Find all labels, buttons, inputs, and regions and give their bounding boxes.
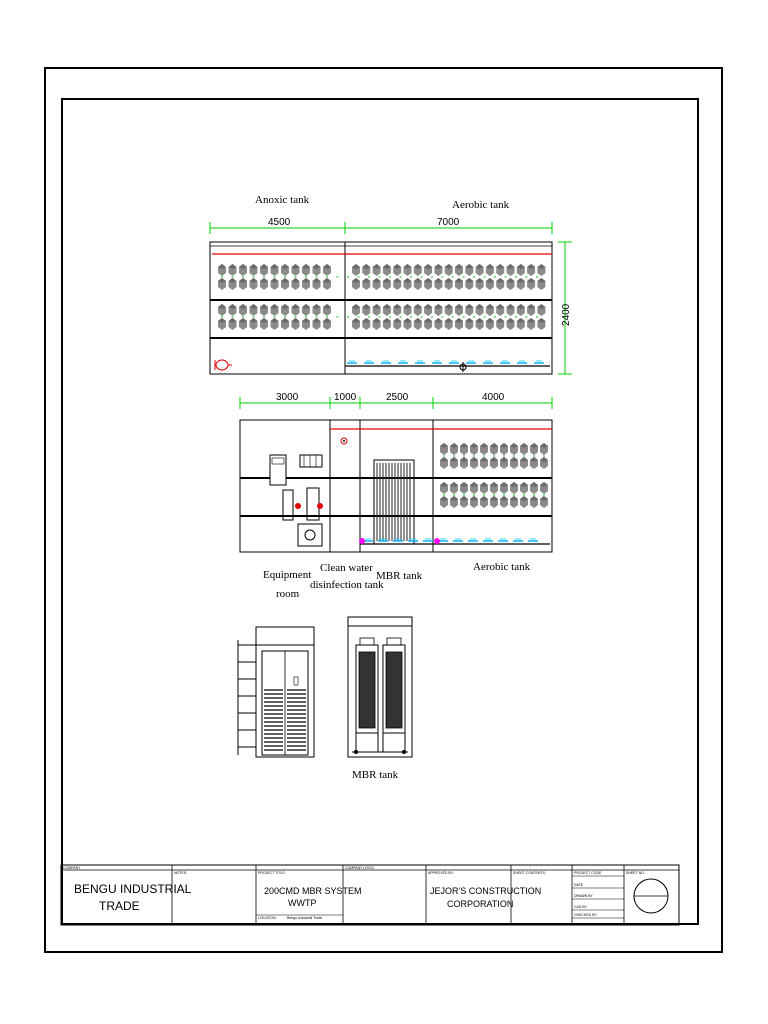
pump-set-icon: [282, 487, 323, 547]
uv-lamp-icon: [340, 437, 348, 445]
tb-location-head: LOCATION:: [258, 916, 277, 920]
control-panel-icon: [269, 454, 287, 486]
mbr-tank-section: [347, 616, 413, 758]
clean-water-label-2: disinfection tank: [310, 579, 384, 591]
side-elevation: [237, 626, 315, 758]
middle-plan: 3000 1000 2500 4000: [239, 392, 553, 600]
mbr-pump-icon: [359, 538, 365, 544]
top-tank-outline: [209, 241, 553, 375]
tb-location-value: Bengu Industrial Trade: [287, 916, 322, 920]
tb-company-head: COMPANY: [63, 866, 81, 870]
tb-project-code: PROJECT CODE: [574, 871, 602, 875]
ladder: [237, 640, 257, 755]
dim-aerobic: 4000: [482, 392, 505, 403]
mbr-tank-label-section: MBR tank: [352, 769, 399, 781]
top-plan: Anoxic tank Aerobic tank 4500 7000: [209, 194, 572, 375]
equipment-room-label-1: Equipment: [263, 569, 311, 581]
mid-tank-outline: [239, 419, 553, 553]
mbr-cassette-right: [382, 637, 406, 752]
mbr-tank-label-mid: MBR tank: [376, 570, 423, 582]
tb-approved-line1: JEJOR'S CONSTRUCTION: [430, 886, 541, 896]
aerobic-tank-label: Aerobic tank: [452, 199, 510, 211]
dim-anoxic-length: 4500: [268, 217, 291, 228]
tb-date: DATE: [574, 883, 584, 887]
aerobic-tank-label-mid: Aerobic tank: [473, 561, 531, 573]
mbr-membrane-module: [373, 459, 415, 545]
aerobic-pump-icon: [434, 538, 440, 544]
anoxic-mixer-icon: [214, 359, 232, 371]
top-diffusers: [346, 360, 545, 364]
tb-project-line2: WWTP: [288, 898, 317, 908]
dim-aerobic-length: 7000: [437, 217, 460, 228]
tb-notes-head: NOTES:: [174, 871, 187, 875]
tb-sheet-contents-head: SHEET CONTENTS:: [513, 871, 546, 875]
tb-cad-by: CAD BY: [574, 905, 588, 909]
blower-icon: [299, 454, 323, 468]
tb-project-head: PROJECT TITLE:: [258, 871, 286, 875]
dim-height: 2400: [561, 303, 572, 326]
sheet-inner-border: [61, 98, 699, 925]
mbr-cassette-left: [355, 637, 379, 752]
clean-water-label-1: Clean water: [320, 562, 373, 574]
dim-mbr: 2500: [386, 392, 409, 403]
top-media-modules: [218, 264, 546, 330]
title-block: COMPANY BENGU INDUSTRIAL TRADE NOTES: PR…: [60, 864, 680, 926]
tb-project-line1: 200CMD MBR SYSTEM: [264, 886, 362, 896]
tb-approved-head: APPROVED BY:: [428, 871, 454, 875]
anoxic-tank-label: Anoxic tank: [255, 194, 310, 206]
tb-company-line2: TRADE: [99, 899, 140, 913]
mid-media-modules: [440, 443, 548, 508]
tb-approved-line2: CORPORATION: [447, 899, 513, 909]
tb-sheet-no: SHEET NO.: [626, 871, 645, 875]
equipment-room-label-2: room: [276, 588, 300, 600]
tb-company-logo-head: COMPANY LOGO:: [345, 866, 374, 870]
sheet-outer-border: [44, 67, 723, 953]
tb-checked-by: CHECKED BY: [574, 913, 597, 917]
tb-company-line1: BENGU INDUSTRIAL: [74, 882, 192, 896]
dim-equipment-room: 3000: [276, 392, 299, 403]
tb-drawn-by: DRAWN BY: [574, 894, 593, 898]
dim-clean-water: 1000: [334, 392, 357, 403]
